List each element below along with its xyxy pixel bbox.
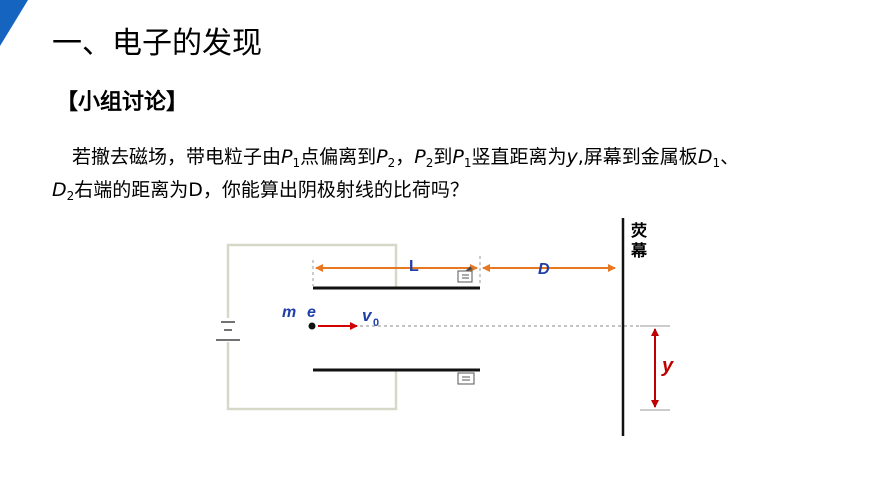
section-heading: 【小组讨论】 (56, 90, 189, 115)
subscript: 2 (425, 156, 434, 170)
field-region-icon (457, 266, 473, 283)
text-run: 若撤去磁场，带电粒子由 (72, 146, 282, 168)
label-e: e (307, 304, 316, 321)
discussion-paragraph: 若撤去磁场，带电粒子由P1点偏离到P2，P2到P1竖直距离为y,屏幕到金属板D1… (52, 141, 852, 207)
label-v-subscript: 0 (373, 317, 379, 329)
subscript: 1 (712, 156, 721, 170)
label-m: m (282, 304, 296, 321)
text-run: 、 (720, 146, 740, 168)
field-region-icon (457, 372, 475, 385)
text-run: 竖直距离为 (471, 146, 567, 168)
text-run: ， (395, 146, 415, 168)
symbol-P1: P (452, 146, 464, 168)
label-v: v (362, 306, 373, 325)
electron-particle (308, 322, 316, 330)
battery-icon (216, 321, 240, 341)
symbol-P2: P (414, 146, 426, 168)
label-D: D (538, 261, 550, 278)
text-run: 右端的距离为D，你能算出阴极射线的比荷吗？ (74, 179, 469, 201)
paragraph-line-1: 若撤去磁场，带电粒子由P1点偏离到P2，P2到P1竖直距离为y,屏幕到金属板D1… (52, 141, 852, 174)
label-L: L (409, 258, 419, 275)
paragraph-line-2: D2右端的距离为D，你能算出阴极射线的比荷吗？ (52, 174, 852, 207)
text-run: ,屏幕到金属板 (577, 146, 698, 168)
screen-label-1: 荧 (631, 221, 647, 240)
text-run: 点偏离到 (300, 146, 377, 168)
symbol-P1: P (281, 146, 293, 168)
symbol-D1: D (697, 146, 713, 168)
subscript: 2 (387, 156, 396, 170)
subscript: 1 (292, 156, 301, 170)
slide-title: 一、电子的发现 (52, 26, 262, 61)
subscript: 1 (463, 156, 472, 170)
label-y: y (661, 355, 674, 377)
subscript: 2 (66, 189, 75, 203)
text-run: 到 (433, 146, 453, 168)
symbol-D2: D (52, 179, 67, 201)
symbol-y: y (566, 146, 578, 168)
symbol-P2: P (376, 146, 388, 168)
corner-accent-triangle (0, 0, 28, 46)
screen-label-2: 幕 (630, 241, 648, 260)
